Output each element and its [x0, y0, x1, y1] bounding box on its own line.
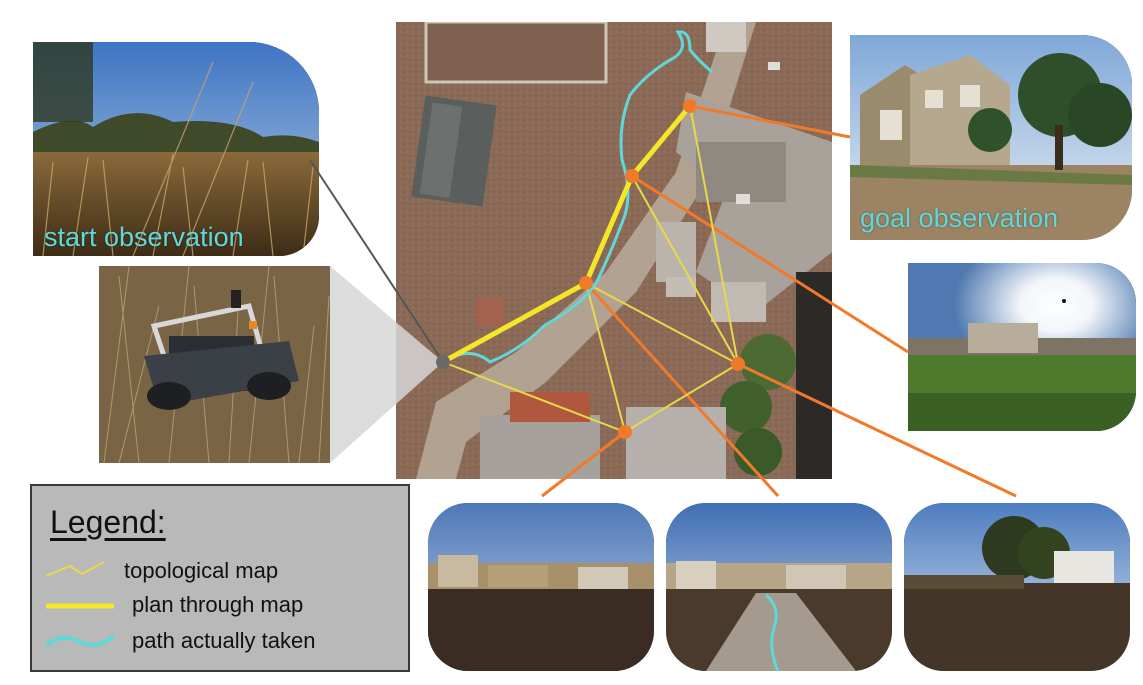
start-observation-scene — [33, 42, 319, 256]
legend-box: Legend: topological map plan through map… — [30, 484, 410, 672]
robot-photo-scene — [99, 266, 330, 463]
goal-observation-image — [850, 35, 1132, 240]
aerial-map-drawing — [396, 22, 832, 479]
start-node — [436, 355, 450, 369]
legend-swatch-topological-map — [45, 561, 105, 577]
observation-right-scene — [908, 263, 1136, 431]
goal-connector — [689, 104, 851, 139]
map-node — [579, 276, 593, 290]
legend-item-path: path actually taken — [132, 628, 316, 653]
start-observation-caption: start observation — [44, 222, 244, 252]
actual-path-line — [442, 30, 713, 364]
legend-swatches — [44, 561, 116, 648]
start-observation-image — [33, 42, 319, 256]
legend-swatch-path — [44, 634, 116, 648]
aerial-map-image — [396, 22, 832, 479]
observation-bottom-1-scene — [428, 503, 654, 671]
observation-bottom-2-scene — [666, 503, 892, 671]
right-observation-connector — [631, 174, 909, 354]
observation-bottom-3-scene — [904, 503, 1130, 671]
map-node — [618, 425, 632, 439]
start-observation-connector — [309, 159, 444, 363]
legend-item-plan: plan through map — [132, 592, 304, 617]
map-node — [731, 357, 745, 371]
map-nodes — [579, 99, 745, 439]
bottom-2-connector — [584, 281, 780, 498]
observation-image-bottom-1 — [428, 503, 654, 671]
observation-connectors — [541, 104, 1017, 498]
goal-observation-caption: goal observation — [860, 203, 1059, 233]
goal-observation-scene — [850, 35, 1132, 240]
robot-photo — [99, 266, 330, 463]
robot-zoom-wedge — [330, 266, 443, 463]
bottom-1-connector — [541, 430, 626, 498]
bottom-3-connector — [737, 362, 1017, 498]
legend-item-topological-map: topological map — [124, 558, 279, 583]
observation-image-bottom-2 — [666, 503, 892, 671]
observation-image-bottom-3 — [904, 503, 1130, 671]
map-node — [683, 99, 697, 113]
map-node — [625, 169, 639, 183]
plan-line — [441, 104, 692, 365]
topological-map-edges — [442, 105, 739, 433]
legend-title: Legend: — [50, 504, 166, 540]
observation-image-right — [908, 263, 1136, 431]
